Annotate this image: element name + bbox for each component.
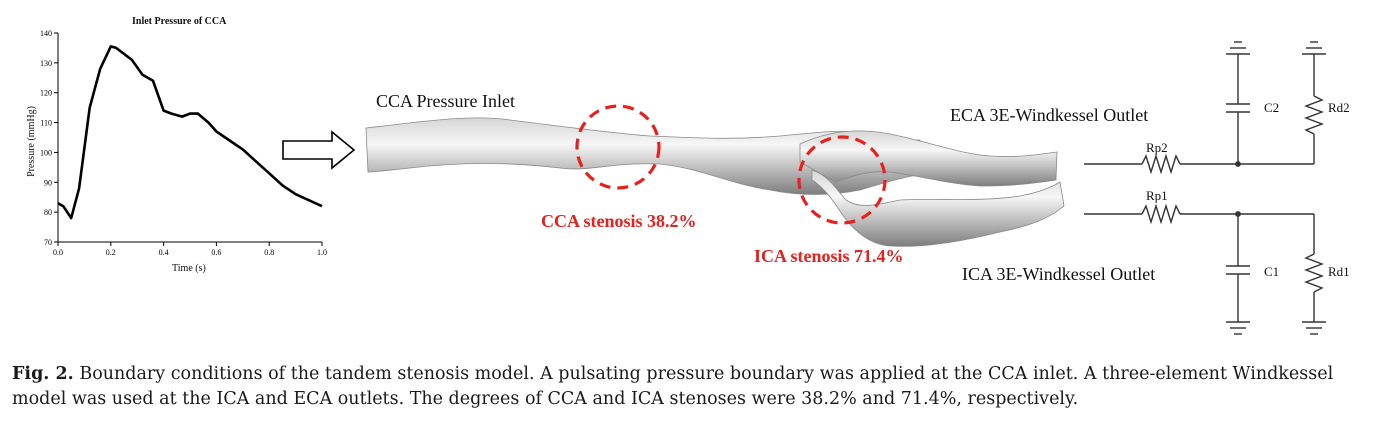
rd1-resistor [1304, 253, 1324, 293]
x-tick-label: 0.4 [159, 248, 169, 257]
ica-outlet-label: ICA 3E-Windkessel Outlet [962, 264, 1156, 284]
y-tick-label: 100 [40, 148, 52, 157]
y-tick-label: 130 [40, 59, 52, 68]
chart-ticks: 0.0 0.2 0.4 0.6 0.8 1.0 70 80 90 100 110 120 130 140 [40, 29, 327, 257]
chart-ylabel: Pressure (mmHg) [25, 106, 37, 177]
eca-outlet-label: ECA 3E-Windkessel Outlet [950, 105, 1149, 125]
x-tick-label: 0.2 [106, 248, 116, 257]
figure-caption: Fig. 2. Boundary conditions of the tande… [12, 362, 1374, 412]
ica-vessel [811, 169, 1065, 247]
pressure-curve [57, 45, 323, 220]
rp2-resistor [1141, 153, 1181, 175]
x-tick-label: 1.0 [317, 248, 327, 257]
windkessel-circuit [1084, 41, 1326, 335]
flow-arrow-icon [282, 130, 356, 170]
c2-label: C2 [1264, 100, 1280, 115]
y-tick-label: 70 [44, 238, 52, 247]
x-tick-label: 0.0 [53, 248, 63, 257]
x-tick-label: 0.6 [211, 248, 221, 257]
y-tick-label: 120 [40, 89, 52, 98]
pressure-chart: 0.0 0.2 0.4 0.6 0.8 1.0 70 80 90 100 110 120 130 140 [40, 29, 327, 257]
cca-stenosis-label: CCA stenosis 38.2% [541, 211, 697, 231]
rd2-label: Rd2 [1328, 100, 1350, 115]
rp1-label: Rp1 [1146, 188, 1168, 203]
y-tick-label: 80 [44, 208, 52, 217]
x-tick-label: 0.8 [264, 248, 274, 257]
y-tick-label: 90 [44, 178, 52, 187]
ica-stenosis-marker [797, 135, 887, 225]
y-tick-label: 140 [40, 29, 52, 38]
c1-label: C1 [1264, 264, 1280, 279]
chart-title: Inlet Pressure of CCA [132, 16, 227, 27]
rd2-resistor [1304, 95, 1324, 135]
y-tick-label: 110 [40, 119, 52, 128]
rd1-label: Rd1 [1328, 264, 1350, 279]
chart-axes [57, 33, 322, 243]
cca-stenosis-marker [575, 104, 661, 190]
inlet-label: CCA Pressure Inlet [376, 91, 515, 111]
ica-stenosis-label: ICA stenosis 71.4% [754, 246, 904, 266]
chart-xlabel: Time (s) [172, 263, 206, 274]
cca-vessel [365, 117, 923, 195]
rp2-label: Rp2 [1146, 140, 1168, 155]
caption-label: Fig. 2. [12, 364, 74, 384]
rp1-resistor [1141, 203, 1181, 225]
caption-text: Boundary conditions of the tandem stenos… [12, 364, 1334, 409]
